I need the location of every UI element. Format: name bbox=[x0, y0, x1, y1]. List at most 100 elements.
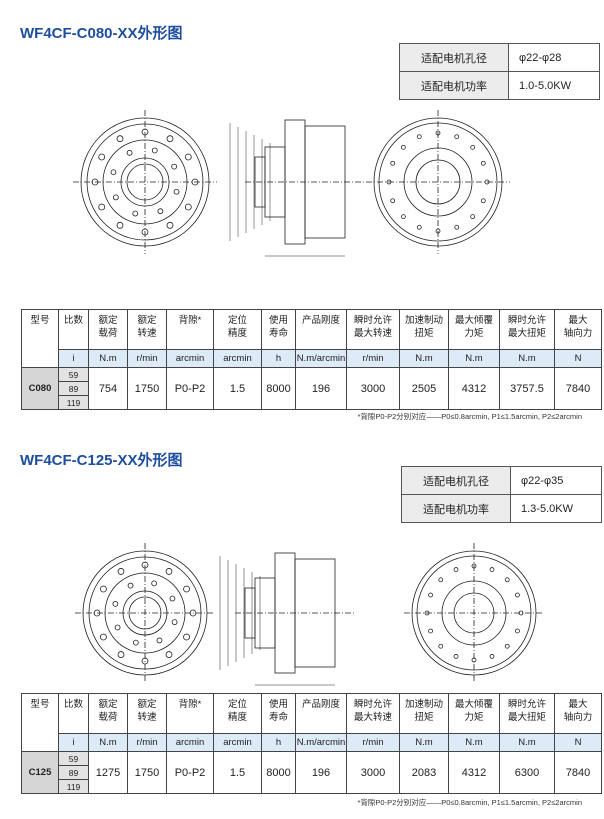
ratio-cell: 89 bbox=[58, 381, 89, 396]
column-header: 使用 寿命 bbox=[261, 309, 296, 350]
value-cell: P0-P2 bbox=[166, 367, 214, 410]
value-cell: 7840 bbox=[554, 751, 602, 794]
value-cell: 1.5 bbox=[213, 751, 262, 794]
unit-cell: arcmin bbox=[166, 733, 214, 752]
value-cell: 1.5 bbox=[213, 367, 262, 410]
backlash-footnote: *背隙P0-P2分别对应——P0≤0.8arcmin, P1≤1.5arcmin… bbox=[357, 412, 582, 421]
unit-cell: h bbox=[261, 349, 296, 368]
column-header: 加速制动 扭矩 bbox=[399, 309, 449, 350]
column-header: 瞬时允许 最大转速 bbox=[346, 309, 400, 350]
section-title: WF4CF-C080-XX外形图 bbox=[20, 25, 183, 42]
spec-value: φ22-φ28 bbox=[508, 43, 600, 72]
unit-cell: i bbox=[58, 349, 89, 368]
value-cell: 8000 bbox=[261, 751, 296, 794]
value-cell: 7840 bbox=[554, 367, 602, 410]
value-cell: 8000 bbox=[261, 367, 296, 410]
column-header: 定位 精度 bbox=[213, 693, 262, 734]
value-cell: 1750 bbox=[127, 367, 167, 410]
column-header: 产品刚度 bbox=[295, 309, 347, 350]
outline-drawing-1 bbox=[75, 543, 544, 686]
unit-cell: N.m/arcmin bbox=[295, 733, 347, 752]
value-cell: 754 bbox=[88, 367, 128, 410]
value-cell: 2505 bbox=[399, 367, 449, 410]
unit-cell: N bbox=[554, 349, 602, 368]
column-header: 背隙* bbox=[166, 693, 214, 734]
unit-cell: r/min bbox=[346, 733, 400, 752]
model-cell: C080 bbox=[21, 367, 59, 410]
unit-cell: N.m bbox=[399, 733, 449, 752]
ratio-cell: 119 bbox=[58, 779, 89, 794]
column-header: 瞬时允许 最大转速 bbox=[346, 693, 400, 734]
ratio-cell: 59 bbox=[58, 751, 89, 766]
column-header: 瞬时允许 最大扭矩 bbox=[499, 309, 555, 350]
column-header: 额定 转速 bbox=[127, 693, 167, 734]
value-cell: 4312 bbox=[448, 367, 500, 410]
data-row: 119 bbox=[22, 395, 602, 410]
unit-cell: r/min bbox=[127, 349, 167, 368]
column-header: 比数 bbox=[58, 309, 89, 350]
column-header: 定位 精度 bbox=[213, 309, 262, 350]
spec-data-table: 型号比数额定 载荷额定 转速背隙*定位 精度使用 寿命产品刚度瞬时允许 最大转速… bbox=[21, 693, 602, 794]
unit-cell: N.m bbox=[399, 349, 449, 368]
value-cell: 196 bbox=[295, 751, 347, 794]
value-cell: 3757.5 bbox=[499, 367, 555, 410]
value-cell: 1750 bbox=[127, 751, 167, 794]
value-cell: 3000 bbox=[346, 751, 400, 794]
column-header: 产品刚度 bbox=[295, 693, 347, 734]
header-row: 型号比数额定 载荷额定 转速背隙*定位 精度使用 寿命产品刚度瞬时允许 最大转速… bbox=[21, 693, 602, 752]
outline-drawing-0 bbox=[73, 110, 510, 257]
value-cell: 196 bbox=[295, 367, 347, 410]
column-header: 型号 bbox=[21, 309, 59, 368]
spec-data-table: 型号比数额定 载荷额定 转速背隙*定位 精度使用 寿命产品刚度瞬时允许 最大转速… bbox=[21, 309, 602, 410]
spec-label: 适配电机功率 bbox=[399, 71, 509, 100]
value-cell: 3000 bbox=[346, 367, 400, 410]
spec-value: 1.0-5.0KW bbox=[508, 71, 600, 100]
ratio-cell: 119 bbox=[58, 395, 89, 410]
spec-value: φ22-φ35 bbox=[510, 466, 602, 495]
backlash-footnote: *背隙P0-P2分别对应——P0≤0.8arcmin, P1≤1.5arcmin… bbox=[357, 798, 582, 807]
spec-label: 适配电机孔径 bbox=[399, 43, 509, 72]
column-header: 使用 寿命 bbox=[261, 693, 296, 734]
unit-cell: arcmin bbox=[213, 733, 262, 752]
unit-cell: N.m bbox=[499, 733, 555, 752]
unit-cell: N.m bbox=[448, 733, 500, 752]
unit-cell: arcmin bbox=[213, 349, 262, 368]
unit-cell: h bbox=[261, 733, 296, 752]
unit-cell: N bbox=[554, 733, 602, 752]
column-header: 额定 载荷 bbox=[88, 309, 128, 350]
unit-cell: r/min bbox=[346, 349, 400, 368]
column-header: 加速制动 扭矩 bbox=[399, 693, 449, 734]
value-cell: 1275 bbox=[88, 751, 128, 794]
column-header: 最大倾覆 力矩 bbox=[448, 693, 500, 734]
unit-cell: N.m/arcmin bbox=[295, 349, 347, 368]
section-title: WF4CF-C125-XX外形图 bbox=[20, 452, 183, 469]
model-cell: C125 bbox=[21, 751, 59, 794]
unit-cell: N.m bbox=[88, 349, 128, 368]
data-row: 119 bbox=[22, 779, 602, 794]
ratio-cell: 89 bbox=[58, 765, 89, 780]
column-header: 背隙* bbox=[166, 309, 214, 350]
unit-cell: N.m bbox=[88, 733, 128, 752]
column-header: 瞬时允许 最大扭矩 bbox=[499, 693, 555, 734]
column-header: 额定 转速 bbox=[127, 309, 167, 350]
value-cell: 4312 bbox=[448, 751, 500, 794]
value-cell: 2083 bbox=[399, 751, 449, 794]
column-header: 最大 轴向力 bbox=[554, 693, 602, 734]
unit-cell: r/min bbox=[127, 733, 167, 752]
spec-label: 适配电机孔径 bbox=[401, 466, 511, 495]
unit-cell: i bbox=[58, 733, 89, 752]
column-header: 型号 bbox=[21, 693, 59, 752]
unit-cell: arcmin bbox=[166, 349, 214, 368]
unit-cell: N.m bbox=[499, 349, 555, 368]
spec-label: 适配电机功率 bbox=[401, 494, 511, 523]
